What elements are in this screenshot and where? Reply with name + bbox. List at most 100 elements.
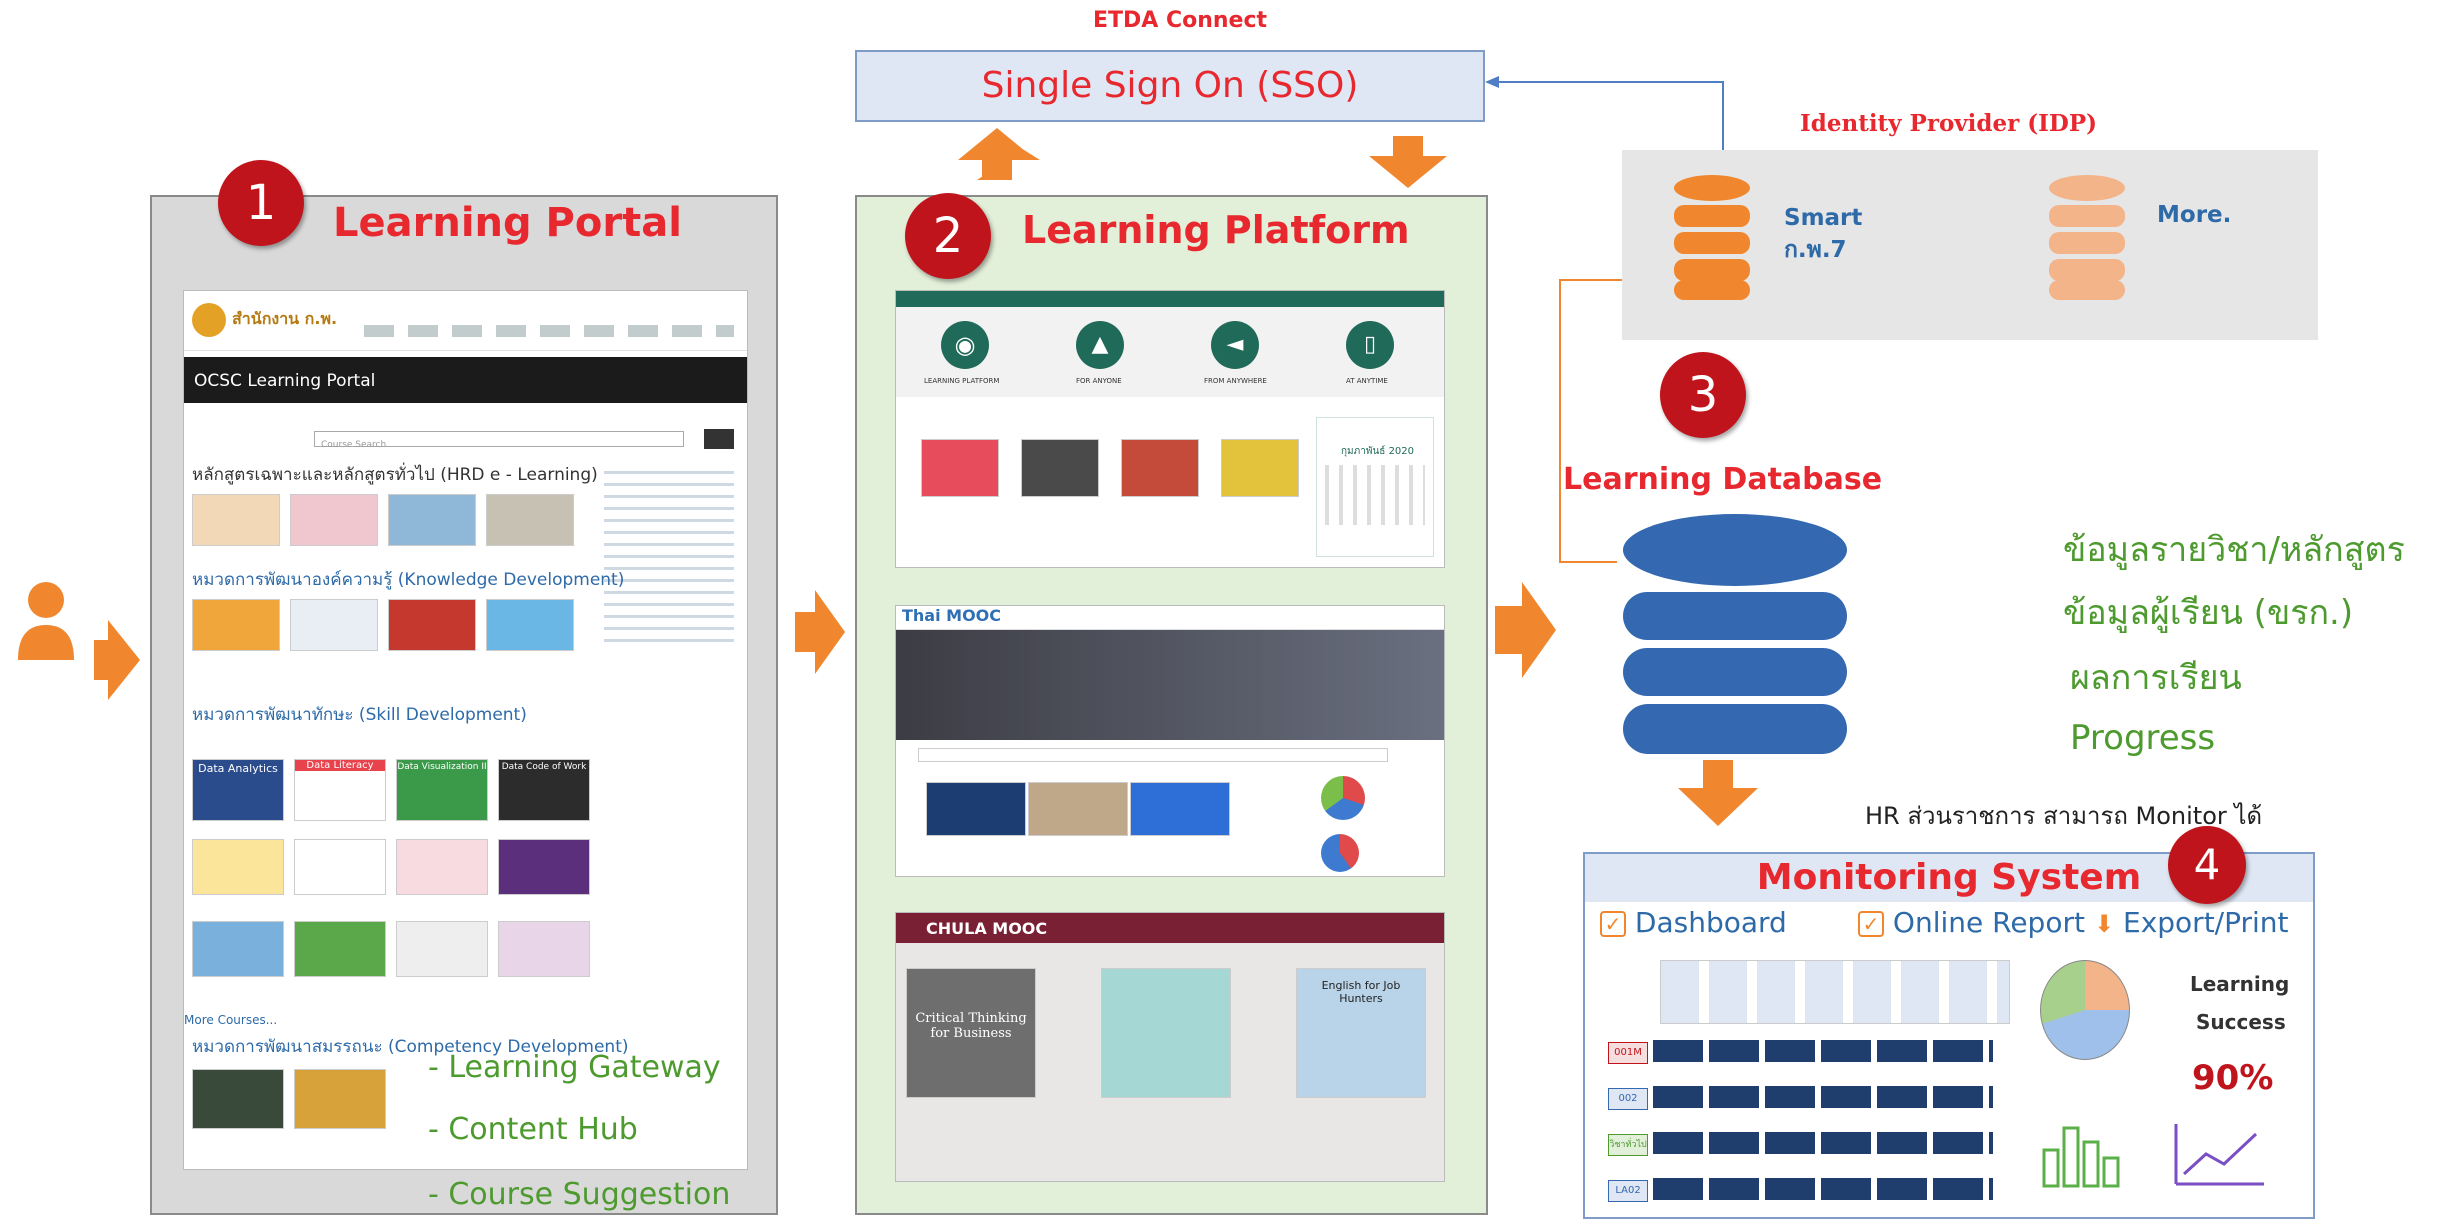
course-search-input[interactable]: Course Search (314, 431, 684, 450)
dashboard-label: Dashboard (1634, 906, 1787, 939)
dashboard-item[interactable]: ✓ Dashboard (1600, 906, 1787, 939)
course-thumb[interactable] (294, 839, 386, 895)
idp-title: Identity Provider (IDP) (1800, 110, 2098, 137)
platform-number-badge: 2 (905, 193, 991, 279)
arrow-platform-to-sso (958, 128, 1036, 180)
course-thumb[interactable] (290, 599, 378, 651)
platform-title: Learning Platform (1022, 208, 1410, 252)
megaphone-icon: ◄ (1211, 321, 1259, 369)
monitor-row: 001M (1608, 1040, 2008, 1066)
thaimooc-logo: Thai MOOC (902, 606, 1002, 625)
skill-card-data-literacy[interactable]: Data Literacy (294, 759, 386, 821)
more-courses-link[interactable]: More Courses... (184, 1013, 278, 1027)
learning-success-value: 90% (2192, 1058, 2274, 1098)
course-thumb[interactable] (498, 921, 590, 977)
row-label: วิชาทั่วไป (1608, 1134, 1648, 1156)
download-icon: ⬇ (2094, 910, 2115, 938)
monitor-row: LA02 (1608, 1178, 2008, 1204)
chula-course-card[interactable] (1101, 968, 1231, 1098)
portal-banner-title: OCSC Learning Portal (194, 371, 376, 391)
course-thumb[interactable] (1021, 439, 1099, 497)
thaimooc-pie-icon (1321, 834, 1359, 872)
checkbox-icon: ✓ (1600, 911, 1626, 937)
ocsc-logo-icon (192, 303, 226, 337)
course-thumb[interactable] (396, 921, 488, 977)
icon-caption: AT ANYTIME (1346, 377, 1388, 385)
thaimooc-search[interactable] (918, 748, 1388, 762)
platform-screenshot-chulamooc: CHULA MOOC Critical Thinking for Busines… (895, 912, 1445, 1182)
course-thumb[interactable] (294, 921, 386, 977)
skill-card-label: Data Literacy (295, 760, 385, 771)
course-thumb[interactable] (388, 599, 476, 651)
checkbox-icon: ✓ (1858, 911, 1884, 937)
online-report-item[interactable]: ✓ Online Report (1858, 906, 2085, 939)
course-search-placeholder: Course Search (321, 440, 387, 450)
row-bars (1653, 1178, 1994, 1200)
course-thumb[interactable] (1221, 439, 1299, 497)
portal-feature-gateway: - Learning Gateway (428, 1050, 721, 1085)
bar-chart-icon (2040, 1120, 2136, 1190)
chulamooc-logo: CHULA MOOC (926, 919, 1048, 938)
course-thumb[interactable] (192, 839, 284, 895)
online-report-label: Online Report (1892, 906, 2085, 939)
more-database-icon (2049, 175, 2125, 300)
calendar-month: กุมภาพันธ์ 2020 (1341, 446, 1415, 457)
thaimooc-hero (896, 630, 1444, 740)
monitoring-title: Monitoring System (1756, 857, 2142, 898)
chula-course-title: Critical Thinking for Business (915, 1011, 1027, 1041)
graduation-cap-icon: ▲ (1076, 321, 1124, 369)
course-thumb[interactable] (498, 839, 590, 895)
course-thumb[interactable] (486, 599, 574, 651)
user-icon (18, 582, 74, 660)
export-print-item[interactable]: ⬇ Export/Print (2094, 906, 2289, 939)
portal-banner: OCSC Learning Portal (184, 357, 747, 403)
portal-number-badge: 1 (218, 160, 304, 246)
smart-database-icon (1674, 175, 1750, 300)
skill-card-label: Data Analytics (198, 762, 278, 775)
chulamooc-header: CHULA MOOC (896, 913, 1444, 943)
monitor-avatars-strip (1660, 960, 2010, 1024)
smart-label: Smart ก.พ.7 (1784, 205, 1863, 263)
row-bars (1653, 1040, 1994, 1062)
row-bars (1653, 1132, 1994, 1154)
hr-note: HR ส่วนราชการ สามารถ Monitor ได้ (1865, 802, 2263, 830)
skill-card-label: Data Visualization II (397, 762, 487, 772)
row-bars (1653, 1086, 1994, 1108)
portal-section-knowledge: หมวดการพัฒนาองค์ความรู้ (Knowledge Devel… (192, 570, 625, 590)
chula-course-card[interactable]: English for Job Hunters (1296, 968, 1426, 1098)
course-thumb[interactable] (192, 494, 280, 546)
chula-course-card[interactable]: Critical Thinking for Business (906, 968, 1036, 1098)
course-thumb[interactable] (388, 494, 476, 546)
course-thumb[interactable] (192, 599, 280, 651)
arrow-platform-to-database (1495, 582, 1556, 678)
course-thumb[interactable] (486, 494, 574, 546)
course-thumb[interactable] (1130, 782, 1230, 836)
sso-header: ETDA Connect (1092, 8, 1268, 33)
skill-card-data-code[interactable]: Data Code of Work (498, 759, 590, 821)
course-thumb[interactable] (192, 921, 284, 977)
portal-sidebar-links (604, 471, 734, 651)
search-button-icon[interactable] (704, 429, 734, 449)
portal-feature-content-hub: - Content Hub (428, 1112, 638, 1147)
course-thumb[interactable] (192, 1069, 284, 1129)
database-number-badge: 3 (1660, 352, 1746, 438)
chula-course-title: English for Job Hunters (1321, 979, 1401, 1005)
course-thumb[interactable] (921, 439, 999, 497)
skill-card-data-analytics[interactable]: Data Analytics (192, 759, 284, 821)
course-thumb[interactable] (294, 1069, 386, 1129)
data-item-learner: ข้อมูลผู้เรียน (ขรก.) (2063, 593, 2354, 633)
portal-section-skill: หมวดการพัฒนาทักษะ (Skill Development) (192, 705, 527, 725)
course-thumb[interactable] (926, 782, 1026, 836)
db-to-smart-line (1559, 279, 1664, 563)
platform-screenshot-ocsc: ◉ ▲ ◄ ▯ LEARNING PLATFORM FOR ANYONE FRO… (895, 290, 1445, 568)
course-thumb[interactable] (1028, 782, 1128, 836)
course-thumb[interactable] (1121, 439, 1199, 497)
arrow-database-to-monitor (1678, 760, 1758, 826)
data-item-progress: Progress (2070, 718, 2216, 758)
course-thumb[interactable] (290, 494, 378, 546)
portal-section-hrd: หลักสูตรเฉพาะและหลักสูตรทั่วไป (HRD e - … (192, 465, 598, 485)
course-thumb[interactable] (396, 839, 488, 895)
learning-success-label-1: Learning (2190, 972, 2290, 996)
skill-card-data-visualization[interactable]: Data Visualization II (396, 759, 488, 821)
